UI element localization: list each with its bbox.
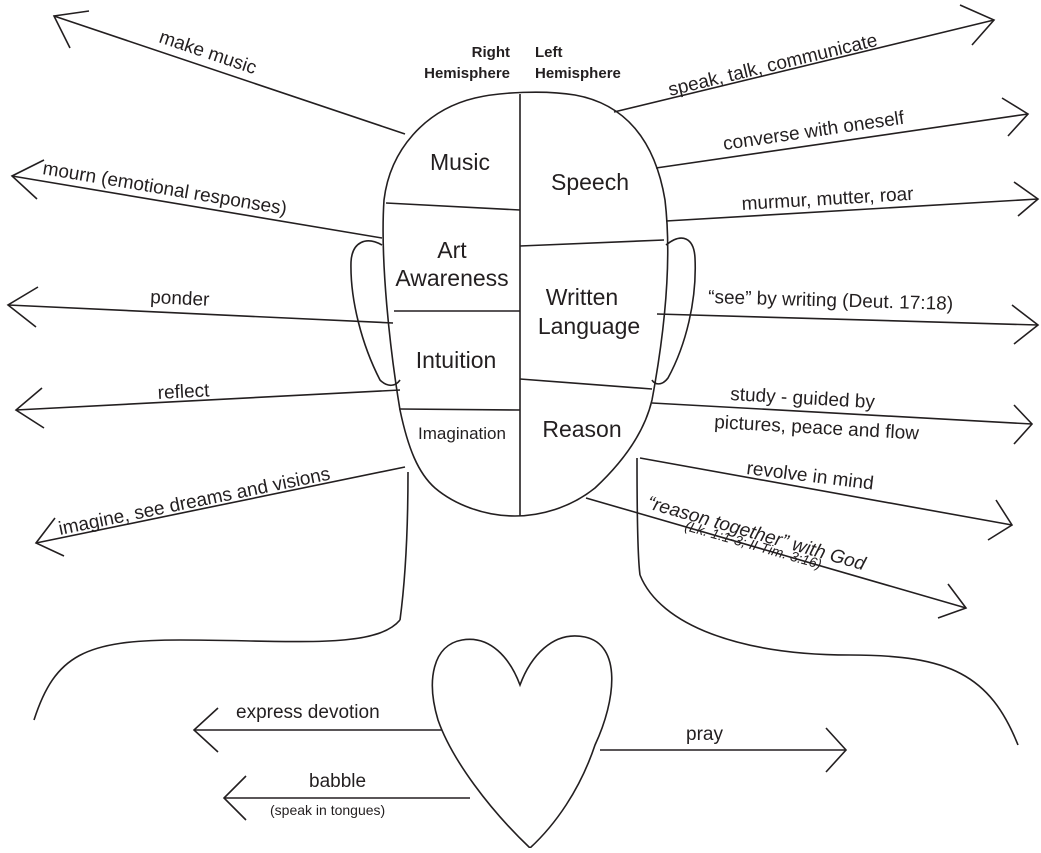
zone-art-line2: Awareness [395,265,508,291]
head-outline [382,91,669,517]
zone-reason: Reason [542,416,621,442]
arrow-reflect: reflect [14,380,401,429]
left-hemisphere-label-line2: Hemisphere [535,65,621,82]
zone-imagination: Imagination [418,424,506,443]
arrow-make-music: make music [52,10,406,135]
left-brain-zones: Speech Written Language Reason [538,169,640,442]
arrow-ponder: ponder [6,286,394,328]
hemisphere-headings: Right Hemisphere Left Hemisphere [424,44,621,82]
right-brain-zones: Music Art Awareness Intuition Imaginatio… [395,149,508,443]
label-reason-together: “reason together” with God [645,493,869,576]
zone-speech: Speech [551,169,629,195]
arrow-see-writing: “see” by writing (Deut. 17:18) [656,287,1040,345]
arrow-mourn: mourn (emotional responses) [10,158,383,239]
right-hemisphere-label-line1: Right [472,44,510,61]
right-hemisphere-label-line2: Hemisphere [424,65,510,82]
zone-written-line1: Written [546,284,618,310]
arrow-babble: babble (speak in tongues) [222,771,470,821]
zone-intuition: Intuition [416,347,497,373]
label-express-devotion: express devotion [236,702,380,723]
heart-shape [431,635,613,850]
arrow-express-devotion: express devotion [192,702,442,753]
label-make-music: make music [156,27,259,79]
left-hemisphere-label-line1: Left [535,44,563,61]
label-ponder: ponder [150,287,211,311]
arrow-reason-together: “reason together” with God (Lk. 1:1-3; I… [585,493,968,619]
zone-written-line2: Language [538,313,640,339]
label-mourn: mourn (emotional responses) [41,158,288,219]
zone-dividers [385,202,665,411]
body-outline [33,574,1019,746]
arrow-study: study - guided by pictures, peace and fl… [651,384,1034,445]
zone-music: Music [430,149,490,175]
arrow-imagine: imagine, see dreams and visions [34,464,406,557]
label-babble-sub: (speak in tongues) [270,802,385,818]
zone-art-line1: Art [437,237,467,263]
right-ear [651,237,697,385]
label-reflect: reflect [157,380,210,404]
arrow-converse: converse with oneself [655,97,1030,169]
neck-outline [399,457,641,621]
label-speak: speak, talk, communicate [666,30,879,101]
label-see-writing: “see” by writing (Deut. 17:18) [708,287,953,315]
label-imagine: imagine, see dreams and visions [57,464,332,540]
arrow-murmur: murmur, mutter, roar [665,181,1040,222]
arrow-pray: pray [600,724,848,773]
label-pray: pray [686,724,723,745]
arrow-speak: speak, talk, communicate [613,4,996,113]
label-converse: converse with oneself [722,108,907,155]
label-murmur: murmur, mutter, roar [741,184,915,215]
label-babble: babble [309,771,366,792]
